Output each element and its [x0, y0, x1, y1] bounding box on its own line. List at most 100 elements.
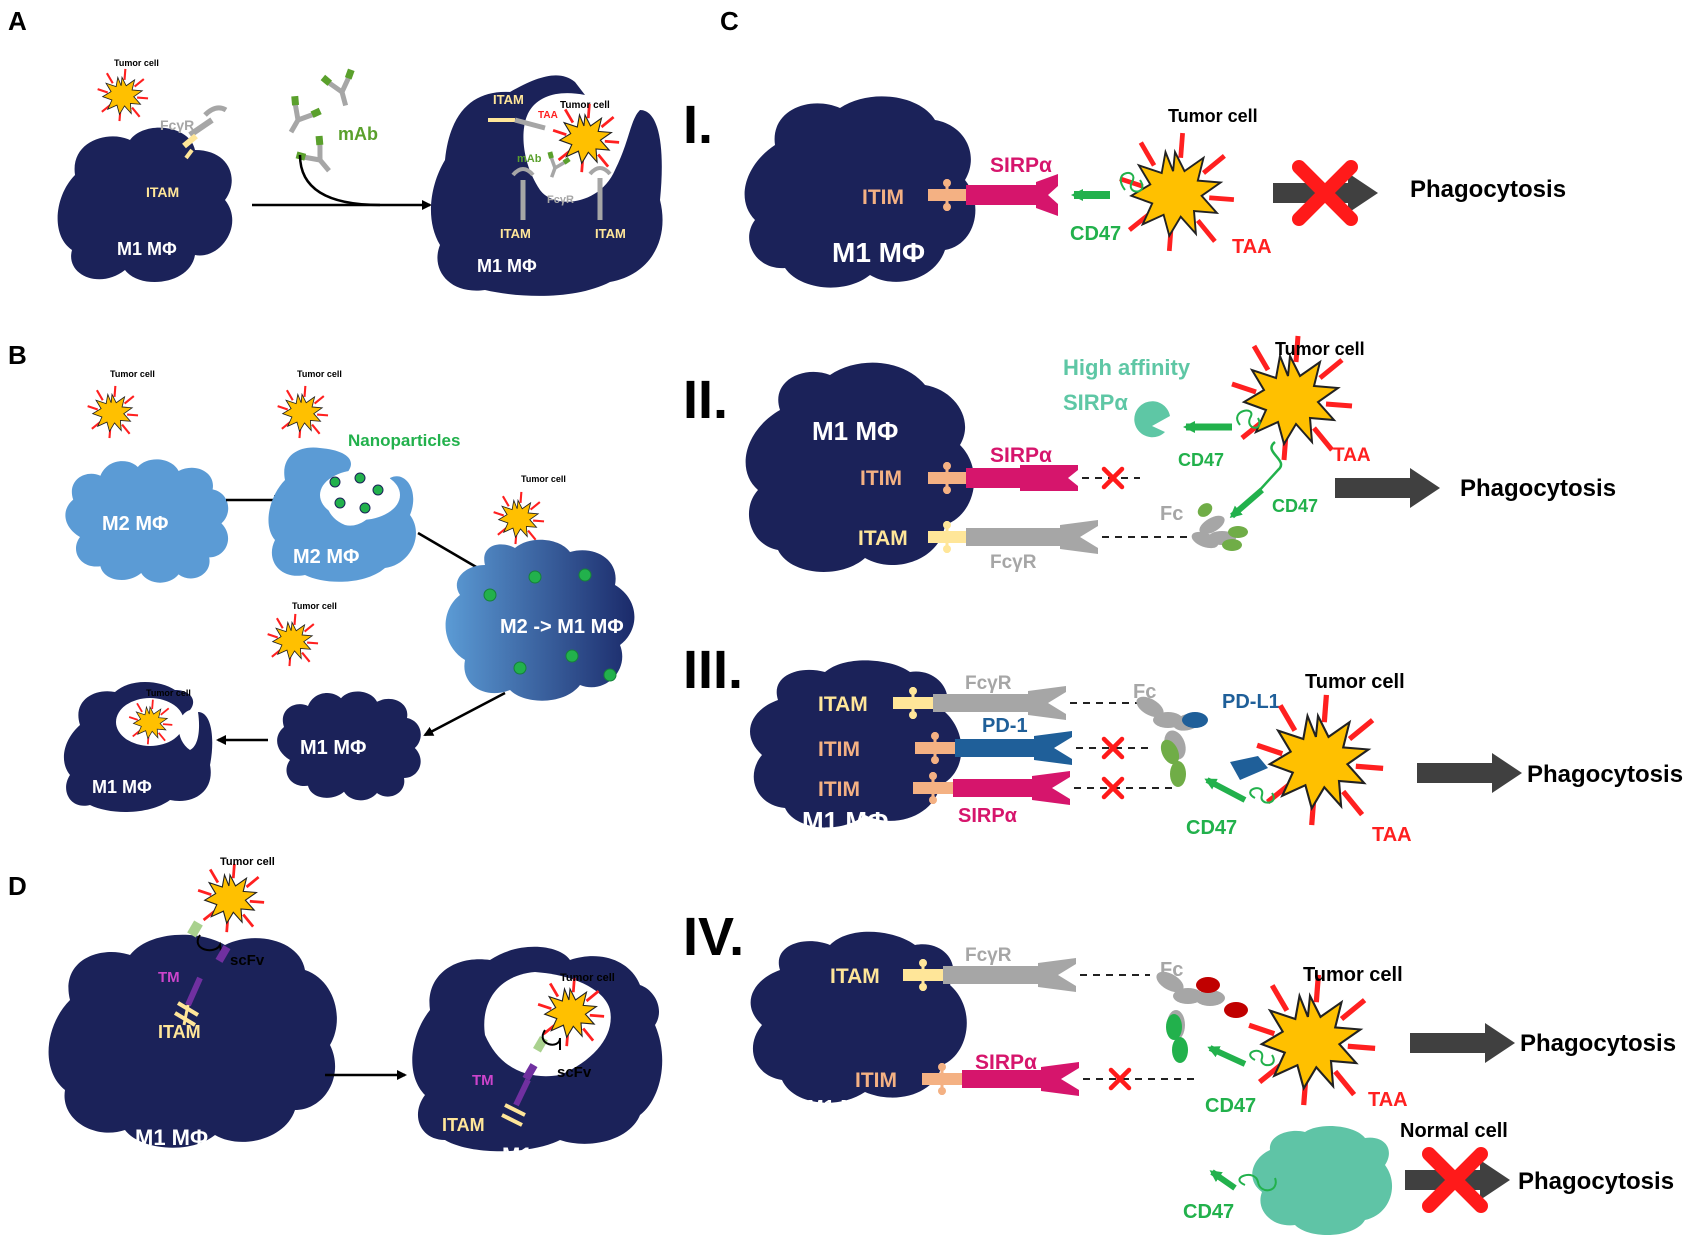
row-numeral: II.: [683, 370, 728, 430]
cd47-label: CD47: [1272, 496, 1318, 516]
itim-label: ITIM: [855, 1069, 897, 1092]
row-numeral: III.: [683, 640, 743, 700]
tumor-cell-label: Tumor cell: [110, 369, 155, 379]
scfv-heavy-chain: [215, 945, 231, 963]
macrophage-label: M1 MΦ: [135, 1125, 208, 1150]
sirpa-label: SIRPα: [990, 444, 1052, 467]
phagocytosis-arrow: [1417, 753, 1522, 793]
tumor-cell-label: Tumor cell: [114, 58, 159, 68]
panel-a-letter: A: [8, 6, 27, 36]
itam-bar: [182, 133, 198, 149]
mab-label: mAb: [517, 153, 542, 165]
tumor-cell-label: Tumor cell: [220, 856, 275, 868]
row-numeral: I.: [683, 95, 713, 155]
fcgr-label: FcγR: [160, 117, 194, 133]
fcgr-receptor: [933, 694, 1033, 712]
tumor-cell-label: Tumor cell: [146, 688, 191, 698]
sirpa-receptor-head: [1036, 174, 1058, 216]
curved-arrow: [298, 154, 381, 207]
panel-c-row-1: I. ITIM SIRPα M1 MΦ Tumor cell CD47 TAA …: [683, 95, 1566, 288]
antibody-icon: [1136, 696, 1208, 787]
sirpa-receptor: [962, 1070, 1047, 1088]
pd1-label: PD-1: [982, 715, 1028, 737]
cd47-ligand: [1209, 1169, 1237, 1191]
fcgr-receptor-head: [203, 105, 228, 117]
fcgr-label: FcγR: [547, 194, 574, 206]
tumor-cell-label: Tumor cell: [1168, 106, 1258, 126]
normal-cell-label: Normal cell: [1400, 1120, 1508, 1142]
itim-label: ITIM: [818, 778, 860, 801]
tumor-cell-label: Tumor cell: [1305, 671, 1405, 693]
mab-label: mAb: [338, 124, 378, 144]
high-affinity-sirpa: [1134, 401, 1170, 438]
tumor-cell-label: Tumor cell: [521, 474, 566, 484]
cd47-label: CD47: [1205, 1095, 1256, 1117]
itam-label: ITAM: [818, 693, 868, 716]
antibody-icon: [276, 93, 324, 141]
antibody-icon: [320, 67, 363, 110]
pd1-receptor: [955, 739, 1040, 757]
tm-segment: [185, 976, 203, 1007]
panel-b-letter: B: [8, 340, 27, 370]
fcgr-label: FcγR: [965, 945, 1012, 966]
itam-label: ITAM: [158, 1022, 201, 1042]
cd47-label: CD47: [1186, 817, 1237, 839]
macrophage-m1-engulfing: [430, 75, 663, 296]
macrophage-label: M1 MΦ: [802, 806, 888, 836]
cd47-label: CD47: [1070, 223, 1121, 245]
panel-b: B Tumor cell Tumor cell Nanoparticles M2…: [8, 340, 635, 812]
fcgr-receptor: [943, 966, 1043, 984]
macrophage-label: M1 MΦ: [300, 737, 366, 759]
tumor-cell-label: Tumor cell: [1303, 964, 1403, 986]
tumor-cell: [1249, 975, 1375, 1105]
tumor-cell: [276, 384, 330, 440]
pdl1-label: PD-L1: [1222, 691, 1280, 713]
tumor-cell: [492, 490, 546, 546]
macrophage-label: M1 MΦ: [502, 1143, 575, 1168]
tumor-cell: [196, 862, 266, 934]
taa-label: TAA: [1333, 445, 1371, 466]
blocked-x-icon: [1104, 469, 1122, 487]
arrow-down-left-icon: [423, 691, 506, 737]
itim-label: ITIM: [818, 738, 860, 761]
itam-label: ITAM: [595, 226, 626, 241]
panel-c: C I. ITIM SIRPα M1 MΦ Tumor cell CD47 TA…: [683, 6, 1683, 1236]
taa-label: TAA: [538, 110, 558, 121]
macrophage-label: M1 MΦ: [832, 237, 925, 268]
panel-c-letter: C: [720, 6, 739, 36]
scfv-light-chain: [187, 920, 203, 938]
phagocytosis-label: Phagocytosis: [1410, 176, 1566, 203]
phagocytosis-label: Phagocytosis: [1520, 1030, 1676, 1057]
nanoparticles-label: Nanoparticles: [348, 431, 460, 450]
tumor-cell: [1257, 695, 1383, 825]
phagocytosis-label: Phagocytosis: [1527, 761, 1683, 788]
cd47-label: CD47: [1183, 1201, 1234, 1223]
high-affinity-label: High affinity: [1063, 355, 1191, 380]
panel-d: D Tumor cell scFv TM ITAM M1 MΦ Tumor ce…: [8, 856, 663, 1168]
fcgr-label: FcγR: [990, 552, 1037, 573]
tumor-cell-label: Tumor cell: [560, 100, 610, 111]
macrophage-m2-engulfing: [268, 447, 416, 582]
antibody-icon: [1191, 503, 1248, 551]
sirpa-receptor: [966, 185, 1042, 205]
scfv-label: scFv: [230, 952, 265, 969]
panel-c-row-4: IV. ITAM FcγR Fc ITIM SIRPα M1 MΦ: [683, 907, 1676, 1236]
macrophage-m1: [48, 934, 337, 1148]
row-numeral: IV.: [683, 907, 744, 967]
cd47-ligand: [1207, 1045, 1247, 1067]
pdl1-ligand: [1230, 756, 1268, 780]
itim-label: ITIM: [862, 186, 904, 209]
tumor-cell: [96, 67, 150, 123]
macrophage-label: M1 MΦ: [92, 777, 152, 797]
cd47-label: CD47: [1178, 450, 1224, 470]
itam-label: ITAM: [830, 965, 880, 988]
panel-c-row-3: III. ITAM FcγR Fc ITIM PD-1 ITIM SIRPα: [683, 640, 1683, 846]
cd47-ligand: [1204, 777, 1247, 803]
phagocytosis-label: Phagocytosis: [1518, 1168, 1674, 1195]
cd47-ligand: [1229, 487, 1264, 519]
sirpa-label: SIRPα: [975, 1051, 1037, 1074]
macrophage-label: M2 MΦ: [102, 513, 168, 535]
macrophage-label: M1 MΦ: [477, 256, 537, 276]
phagocytosis-arrow: [1410, 1023, 1515, 1063]
